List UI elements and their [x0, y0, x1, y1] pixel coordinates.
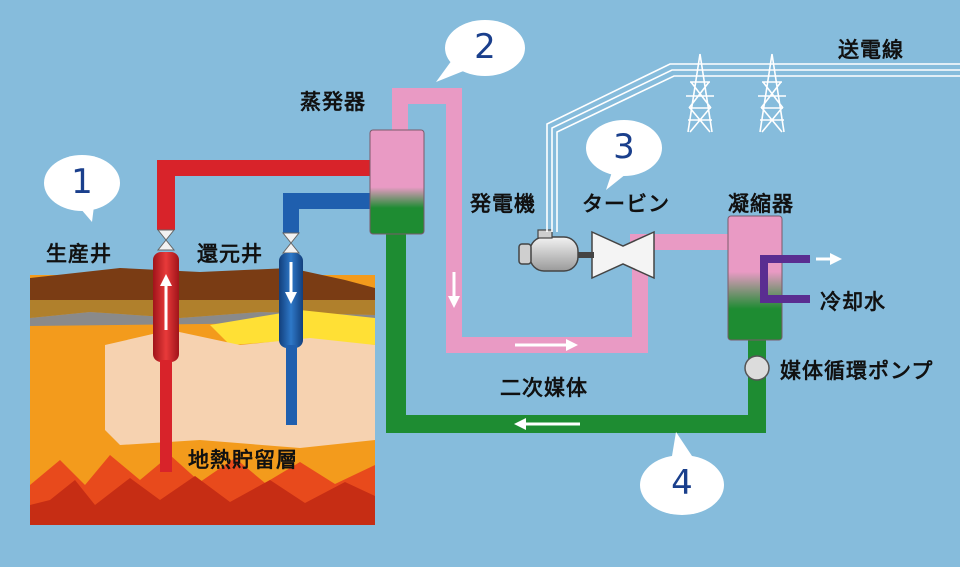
magma-deep	[30, 476, 375, 525]
reservoir-zone	[105, 330, 375, 448]
bubble-3-number: 3	[613, 127, 635, 167]
turbine-shaft	[576, 252, 594, 258]
pump-label: 媒体循環ポンプ	[780, 359, 934, 383]
evaporator-vessel	[369, 129, 425, 235]
turbine-icon	[591, 230, 655, 280]
turbine-label: タービン	[582, 192, 670, 216]
bubble-3	[586, 120, 662, 190]
production-valve-icon	[156, 229, 176, 251]
generator-icon	[518, 229, 579, 272]
vapor-loop	[392, 88, 742, 353]
secondary-medium-label: 二次媒体	[500, 376, 588, 400]
power-line-label: 送電線	[838, 38, 904, 62]
cooling-water-label: 冷却水	[820, 290, 886, 314]
power-line	[546, 63, 960, 232]
bubble-2-number: 2	[474, 27, 496, 67]
pump-icon	[744, 355, 770, 381]
evaporator-label: 蒸発器	[300, 90, 366, 114]
cooling-arrow-icon	[830, 253, 842, 265]
bubble-4-number: 4	[671, 463, 693, 503]
condenser-label: 凝縮器	[728, 192, 794, 216]
production-well	[153, 160, 383, 472]
liquid-loop	[386, 228, 766, 433]
reservoir-label: 地熱貯留層	[188, 448, 298, 472]
bubble-1	[44, 155, 120, 222]
pylon-icon	[686, 53, 786, 133]
condenser-vessel	[727, 215, 783, 341]
bubble-4	[640, 432, 724, 515]
production-well-label: 生産井	[46, 242, 112, 266]
ground-section	[30, 268, 375, 525]
bubble-1-number: 1	[71, 162, 93, 202]
bubble-2	[436, 20, 525, 82]
ground-surface-layer	[30, 268, 375, 300]
reinjection-well-label: 還元井	[197, 242, 263, 266]
reinjection-valve-icon	[281, 232, 301, 254]
cooling-coil	[760, 255, 810, 303]
generator-label: 発電機	[470, 192, 536, 216]
